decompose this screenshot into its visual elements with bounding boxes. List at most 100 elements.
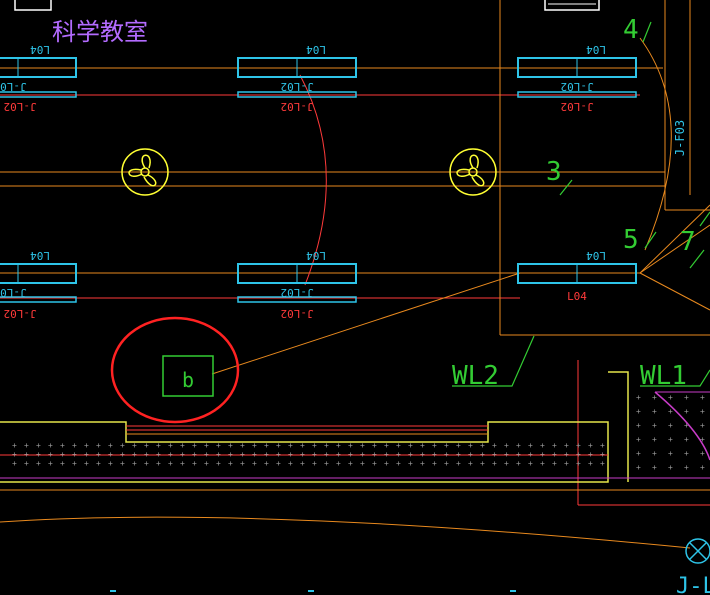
hatch-mark: +	[684, 421, 689, 430]
hatch-mark: +	[84, 450, 89, 459]
fixture-sublabel-r2-c1: J-L02	[0, 286, 27, 299]
hatch-mark: +	[300, 450, 305, 459]
hatch-mark: +	[396, 450, 401, 459]
hatch-mark: +	[652, 463, 657, 472]
hatch-mark: +	[492, 450, 497, 459]
hatch-mark: +	[48, 459, 53, 468]
light-fixture-r1-c2[interactable]	[237, 57, 357, 98]
hatch-mark: +	[216, 459, 221, 468]
hatch-mark: +	[348, 441, 353, 450]
hatch-mark: +	[240, 450, 245, 459]
wall-outline	[0, 421, 609, 483]
hatch-mark: +	[432, 450, 437, 459]
room-title: 科学教室	[52, 18, 148, 46]
light-fixture-r2-c3[interactable]	[517, 263, 637, 284]
hatch-mark: +	[216, 450, 221, 459]
hatch-mark: +	[528, 450, 533, 459]
light-fixture-r2-c1[interactable]	[0, 263, 77, 303]
hatch-mark: +	[540, 459, 545, 468]
hatch-mark: +	[24, 441, 29, 450]
fixture-sublabel-r1-c3: J-L02	[560, 80, 593, 93]
fixture-label-r2-c3-under: L04	[567, 290, 587, 303]
hatch-mark: +	[60, 441, 65, 450]
hatch-mark: +	[324, 450, 329, 459]
hatch-mark: +	[108, 459, 113, 468]
hatch-mark: +	[276, 450, 281, 459]
hatch-mark: +	[204, 441, 209, 450]
hatch-mark: +	[228, 450, 233, 459]
fixture-label-r2-c1: L04	[30, 249, 50, 262]
hatch-mark: +	[312, 441, 317, 450]
top-device-box-left	[14, 0, 52, 11]
hatch-mark: +	[492, 459, 497, 468]
circuit-label-r1-c3: J-L02	[560, 100, 593, 113]
hatch-mark: +	[652, 421, 657, 430]
hatch-mark: +	[684, 407, 689, 416]
hatch-mark: +	[84, 441, 89, 450]
hatch-mark: +	[552, 450, 557, 459]
fixture-sublabel-r1-c2: J-L02	[280, 80, 313, 93]
hatch-mark: +	[636, 421, 641, 430]
hatch-mark: +	[700, 449, 705, 458]
corner-fixture-icon[interactable]	[685, 538, 710, 564]
hatch-mark: +	[384, 459, 389, 468]
light-fixture-r1-c3[interactable]	[517, 57, 637, 98]
hatch-mark: +	[588, 441, 593, 450]
hatch-mark: +	[180, 459, 185, 468]
hatch-mark: +	[36, 459, 41, 468]
hatch-mark: +	[668, 435, 673, 444]
hatch-mark: +	[516, 441, 521, 450]
hatch-mark: +	[652, 435, 657, 444]
hatch-mark: +	[204, 459, 209, 468]
light-fixture-r1-c1[interactable]	[0, 57, 77, 98]
hatch-mark: +	[668, 393, 673, 402]
hatch-mark: +	[348, 459, 353, 468]
hatch-mark: +	[120, 459, 125, 468]
hatch-mark: +	[480, 441, 485, 450]
ceiling-fan-icon[interactable]	[449, 148, 497, 196]
hatch-mark: +	[72, 450, 77, 459]
hatch-mark: +	[668, 421, 673, 430]
hatch-mark: +	[468, 459, 473, 468]
corner-label: J-L01	[676, 574, 710, 595]
hatch-mark: +	[360, 441, 365, 450]
hatch-mark: +	[516, 459, 521, 468]
hatch-mark: +	[700, 421, 705, 430]
hatch-mark: +	[24, 450, 29, 459]
hatch-mark: +	[288, 441, 293, 450]
hatch-mark: +	[552, 441, 557, 450]
hatch-mark: +	[684, 393, 689, 402]
light-fixture-r2-c2[interactable]	[237, 263, 357, 303]
hatch-mark: +	[348, 450, 353, 459]
ceiling-fan-icon[interactable]	[121, 148, 169, 196]
hatch-mark: +	[360, 450, 365, 459]
hatch-mark: +	[168, 459, 173, 468]
wire-arc-right	[639, 37, 672, 251]
hatch-mark: +	[668, 463, 673, 472]
hatch-mark: +	[652, 449, 657, 458]
hatch-mark: +	[132, 441, 137, 450]
circuit-number-5: 5	[623, 225, 639, 255]
hatch-mark: +	[504, 450, 509, 459]
hatch-mark: +	[480, 459, 485, 468]
hatch-mark: +	[108, 450, 113, 459]
hatch-mark: +	[396, 459, 401, 468]
hatch-mark: +	[700, 463, 705, 472]
hatch-mark: +	[588, 450, 593, 459]
fixture-label-r1-c2: L04	[306, 43, 326, 56]
hatch-mark: +	[636, 393, 641, 402]
distribution-box[interactable]	[162, 355, 214, 397]
hatch-mark: +	[264, 450, 269, 459]
hatch-mark: +	[576, 450, 581, 459]
hatch-mark: +	[216, 441, 221, 450]
hatch-mark: +	[684, 435, 689, 444]
feed-to-device	[211, 272, 521, 375]
hatch-mark: +	[288, 459, 293, 468]
hatch-mark: +	[408, 450, 413, 459]
hatch-mark: +	[636, 407, 641, 416]
hatch-mark: +	[468, 450, 473, 459]
fixture-label-r1-c1: L04	[30, 43, 50, 56]
hatch-mark: +	[540, 441, 545, 450]
hatch-mark: +	[288, 450, 293, 459]
hatch-mark: +	[132, 450, 137, 459]
